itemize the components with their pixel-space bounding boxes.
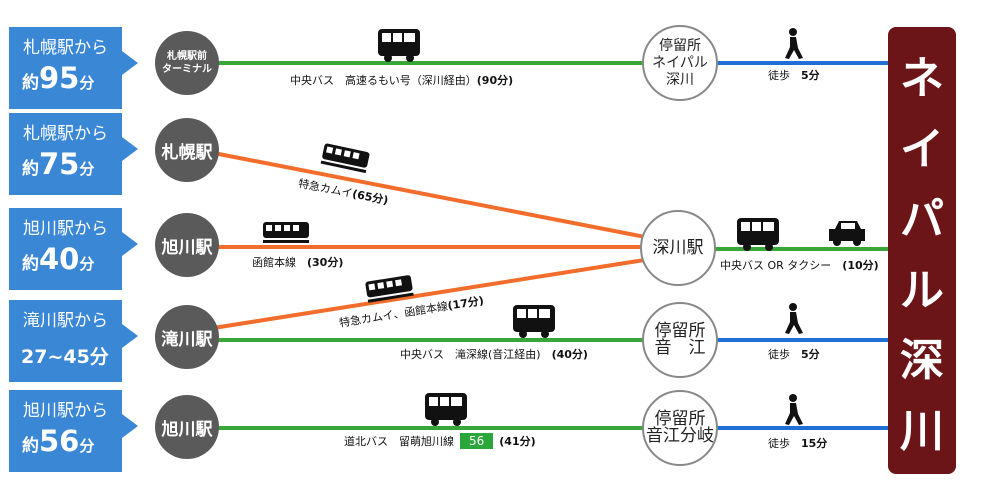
callout-duration: 約75分 bbox=[22, 147, 95, 181]
callout-origin: 札幌駅から bbox=[23, 38, 108, 58]
callout-duration: 約56分 bbox=[22, 424, 95, 458]
destination-char: 川 bbox=[900, 405, 944, 457]
destination-char: ル bbox=[900, 264, 944, 316]
bus-icon bbox=[425, 393, 467, 426]
station-asahikawa-2: 旭川駅 bbox=[155, 395, 219, 459]
route-label: 函館本線 (30分) bbox=[252, 256, 344, 269]
destination-banner: ネ イ パ ル 深 川 bbox=[888, 27, 956, 474]
callout-duration: 約40分 bbox=[22, 242, 95, 276]
callout-asahikawa: 旭川駅から 約40分 bbox=[9, 208, 138, 290]
route-label: 中央バス 高速るもい号（深川経由）(90分) bbox=[290, 74, 514, 87]
bus-icon bbox=[737, 218, 779, 251]
route-label: 中央バス 滝深線(音江経由) (40分) bbox=[400, 348, 588, 361]
route-number-badge: 56 bbox=[460, 433, 494, 449]
callout-duration: 約95分 bbox=[22, 61, 95, 95]
callout-origin: 旭川駅から bbox=[23, 219, 108, 239]
stop-otoe: 停留所 音 江 bbox=[642, 302, 718, 378]
callout-origin: 滝川駅から bbox=[23, 311, 108, 331]
train-icon bbox=[263, 222, 309, 243]
walking-person-icon bbox=[785, 303, 803, 334]
callout-origin: 札幌駅から bbox=[23, 124, 108, 144]
destination-char: パ bbox=[900, 194, 944, 246]
destination-char: ネ bbox=[900, 53, 944, 105]
callout-sapporo: 札幌駅から 約75分 bbox=[9, 113, 138, 195]
train-icon bbox=[320, 143, 370, 174]
walk-label: 徒歩 15分 bbox=[768, 437, 828, 450]
callout-sapporo-terminal: 札幌駅から 約95分 bbox=[9, 27, 138, 109]
stop-neipal-fukagawa: 停留所 ネイパル 深川 bbox=[642, 25, 718, 101]
callout-takikawa: 滝川駅から 27~45分 bbox=[9, 300, 138, 382]
train-icon bbox=[365, 275, 414, 303]
station-fukagawa: 深川駅 bbox=[640, 210, 716, 286]
bus-icon bbox=[378, 29, 420, 62]
walk-label: 徒歩 5分 bbox=[768, 348, 820, 361]
station-sapporo: 札幌駅 bbox=[155, 118, 219, 182]
destination-char: イ bbox=[900, 123, 944, 175]
route-label: 中央バス OR タクシー (10分) bbox=[720, 259, 879, 272]
callout-asahikawa-bus: 旭川駅から 約56分 bbox=[9, 390, 138, 472]
orange-rail-line bbox=[187, 253, 677, 334]
walking-person-icon bbox=[785, 28, 803, 59]
walk-label: 徒歩 5分 bbox=[768, 69, 820, 82]
car-icon bbox=[829, 221, 865, 246]
bus-icon bbox=[513, 305, 555, 338]
callout-duration: 27~45分 bbox=[21, 346, 109, 368]
station-asahikawa: 旭川駅 bbox=[155, 213, 219, 277]
walking-person-icon bbox=[785, 394, 803, 425]
orange-rail-line bbox=[187, 146, 677, 245]
station-takikawa: 滝川駅 bbox=[155, 305, 219, 369]
station-sapporo-terminal: 札幌駅前 ターミナル bbox=[155, 31, 219, 95]
callout-origin: 旭川駅から bbox=[23, 401, 108, 421]
stop-otoe-bunki: 停留所 音江分岐 bbox=[642, 390, 718, 466]
destination-char: 深 bbox=[900, 335, 944, 387]
